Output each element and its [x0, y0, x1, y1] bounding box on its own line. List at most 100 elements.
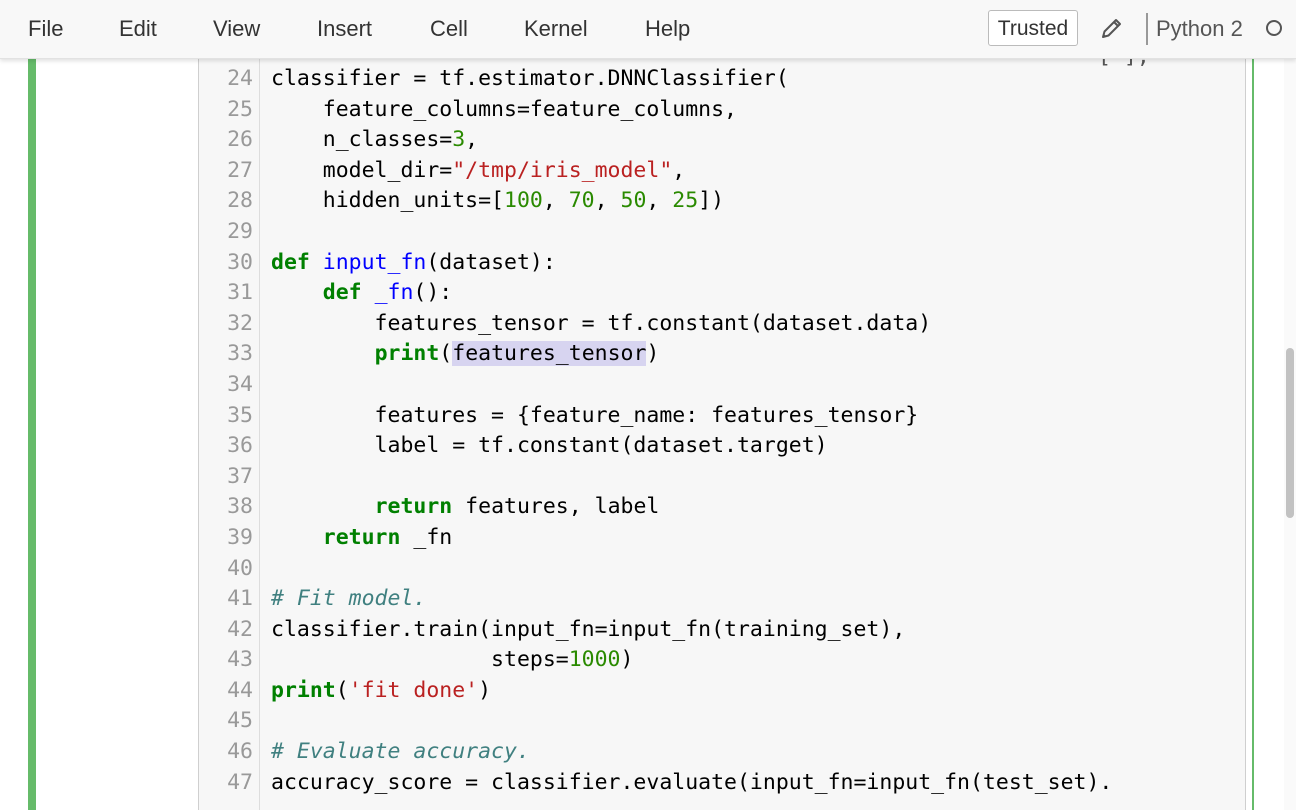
number-token: 1000 [568, 647, 621, 673]
code-text: print('fit done') [271, 676, 491, 707]
comment-token: # Evaluate accuracy. [271, 739, 530, 765]
code-line: 25 feature_columns=feature_columns, [199, 95, 1245, 126]
trusted-notebook-button[interactable]: Trusted [988, 10, 1078, 46]
menu-insert[interactable]: Insert [317, 16, 373, 41]
code-text: accuracy_score = classifier.evaluate(inp… [271, 769, 1113, 795]
line-number: 47 [227, 769, 253, 795]
line-number: 42 [227, 616, 253, 642]
code-token: , [594, 188, 621, 214]
keyword-token: def [322, 280, 362, 306]
code-text: feature_columns=feature_columns, [271, 96, 737, 122]
code-token: (): [413, 280, 453, 306]
line-number: 27 [227, 157, 253, 183]
code-line: 34 [199, 370, 1245, 401]
line-number: 34 [227, 371, 253, 397]
code-lines: 24 classifier = tf.estimator.DNNClassifie… [199, 64, 1245, 798]
code-text: return _fn [271, 523, 452, 554]
function-name-token: input_fn [322, 249, 427, 275]
line-number: 43 [227, 647, 253, 673]
line-number: 33 [227, 341, 253, 367]
number-token: 100 [504, 188, 543, 214]
code-line: 27 model_dir="/tmp/iris_model", [199, 156, 1245, 187]
code-line: 36 label = tf.constant(dataset.target) [199, 431, 1245, 462]
code-token [271, 341, 375, 366]
code-token: , [646, 188, 673, 214]
code-text: print(features_tensor) [271, 339, 659, 370]
code-text: model_dir="/tmp/iris_model", [271, 156, 685, 187]
code-token: , [465, 127, 479, 153]
code-token: steps= [271, 647, 569, 673]
code-line: 31 def _fn(): [199, 278, 1245, 309]
number-token: 70 [568, 188, 595, 214]
code-text: features_tensor = tf.constant(dataset.da… [271, 310, 932, 336]
line-number: 32 [227, 310, 253, 336]
code-editor[interactable]: 24 classifier = tf.estimator.DNNClassifie… [198, 58, 1246, 810]
code-text: features = {feature_name: features_tenso… [271, 402, 919, 428]
code-line: 41# Fit model. [199, 584, 1245, 615]
number-token: 50 [620, 188, 647, 214]
menu-file[interactable]: File [28, 16, 64, 41]
keyword-token: return [322, 524, 401, 550]
code-line: 35 features = {feature_name: features_te… [199, 401, 1245, 432]
code-line: 46# Evaluate accuracy. [199, 737, 1245, 768]
line-number: 36 [227, 433, 253, 459]
kernel-separator [1146, 13, 1148, 45]
builtin-token: print [374, 341, 440, 367]
code-line: 37 [199, 462, 1245, 493]
code-token: ( [335, 677, 349, 703]
menu-view[interactable]: View [213, 16, 261, 41]
code-token: ) [620, 647, 634, 673]
code-line: 39 return _fn [199, 523, 1245, 554]
code-text: classifier = tf.estimator.DNNClassifier( [271, 66, 789, 91]
menu-cell[interactable]: Cell [430, 16, 468, 41]
line-number-gutter [199, 58, 260, 810]
code-token [310, 250, 323, 275]
code-text: label = tf.constant(dataset.target) [271, 433, 828, 459]
menu-edit[interactable]: Edit [119, 16, 157, 41]
code-text: def input_fn(dataset): [271, 248, 556, 279]
code-token [271, 525, 323, 550]
code-line: 33 print(features_tensor) [199, 339, 1245, 370]
line-number: 40 [227, 555, 253, 581]
line-number: 37 [227, 463, 253, 489]
code-token: ) [646, 341, 660, 367]
code-line: 47 accuracy_score = classifier.evaluate(i… [199, 768, 1245, 799]
code-token: , [672, 157, 686, 183]
code-token [271, 494, 375, 519]
line-number: 41 [227, 586, 253, 612]
string-token: "/tmp/iris_model" [452, 157, 673, 183]
code-token: (dataset): [426, 249, 556, 275]
line-number: 30 [227, 249, 253, 275]
line-number: 31 [227, 280, 253, 306]
line-number: 24 [227, 66, 253, 91]
code-token: ]) [698, 188, 725, 214]
code-token: n_classes= [271, 127, 453, 153]
line-number: 26 [227, 127, 253, 153]
code-text: steps=1000) [271, 645, 633, 676]
code-line: 28 hidden_units=[100, 70, 50, 25]) [199, 186, 1245, 217]
builtin-token: print [271, 677, 336, 703]
string-token: 'fit done' [348, 677, 479, 703]
code-token: _fn [400, 524, 453, 550]
code-line: 38 return features, label [199, 492, 1245, 523]
line-number: 38 [227, 494, 253, 520]
kernel-name[interactable]: Python 2 [1156, 16, 1243, 41]
code-line: 40 [199, 554, 1245, 585]
kernel-idle-icon [1266, 20, 1282, 36]
code-token: features, label [452, 494, 660, 520]
page-scrollbar-thumb[interactable] [1286, 348, 1294, 518]
code-line: 43 steps=1000) [199, 645, 1245, 676]
menu-help[interactable]: Help [645, 16, 691, 41]
line-number: 28 [227, 188, 253, 214]
number-token: 3 [452, 127, 466, 153]
code-token: ( [439, 341, 453, 367]
code-cell[interactable] [36, 58, 1254, 810]
pencil-icon[interactable] [1100, 16, 1124, 40]
code-line: 29 [199, 217, 1245, 248]
menu-kernel[interactable]: Kernel [524, 16, 588, 41]
code-token: model_dir= [271, 157, 453, 183]
code-token [271, 280, 323, 305]
line-number: 25 [227, 96, 253, 122]
